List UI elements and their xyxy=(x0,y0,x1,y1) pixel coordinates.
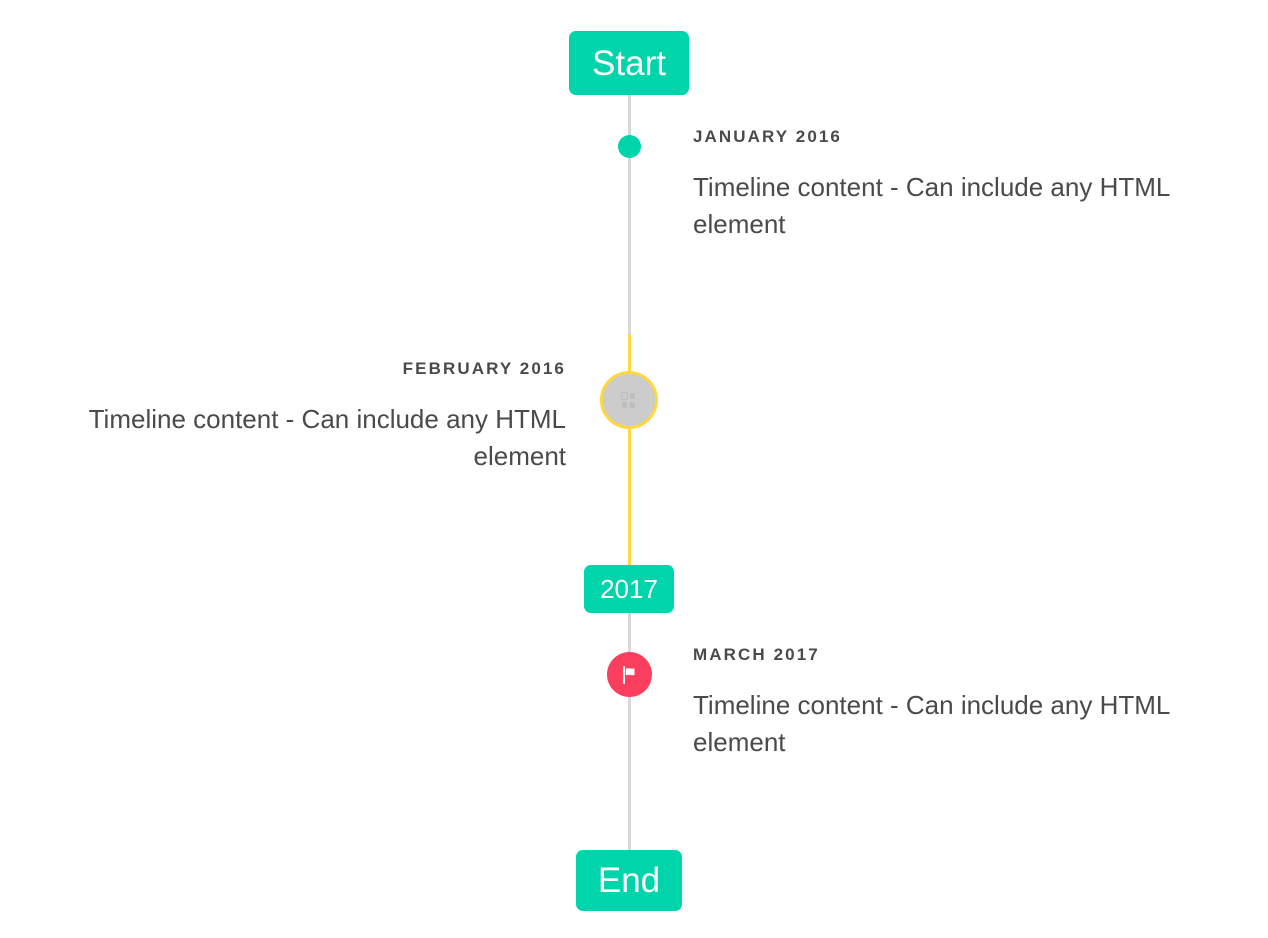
marker-dot-icon[interactable] xyxy=(618,135,641,158)
timeline-rail-highlight xyxy=(628,334,631,568)
event-date-label: FEBRUARY 2016 xyxy=(402,359,566,378)
timeline-event-january: JANUARY 2016 Timeline content - Can incl… xyxy=(693,127,1237,243)
event-body-text: Timeline content - Can include any HTML … xyxy=(693,689,1170,757)
timeline-event-march: MARCH 2017 Timeline content - Can includ… xyxy=(693,645,1237,761)
marker-missing-glyph-icon[interactable] xyxy=(600,371,658,429)
timeline-end-badge[interactable]: End xyxy=(576,850,682,911)
timeline-start-badge[interactable]: Start xyxy=(569,31,689,95)
event-date-label: MARCH 2017 xyxy=(693,645,820,664)
event-date-label: JANUARY 2016 xyxy=(693,127,842,146)
event-body-text: Timeline content - Can include any HTML … xyxy=(693,171,1170,239)
timeline-rail-lower xyxy=(628,610,631,858)
marker-flag-icon[interactable] xyxy=(607,652,652,697)
event-body-text: Timeline content - Can include any HTML … xyxy=(88,403,566,471)
timeline-event-february: FEBRUARY 2016 Timeline content - Can inc… xyxy=(22,359,566,475)
missing-glyph-icon xyxy=(621,392,637,408)
timeline-year-badge[interactable]: 2017 xyxy=(584,565,674,613)
flag-icon xyxy=(622,665,634,684)
timeline-rail-upper xyxy=(628,88,631,336)
